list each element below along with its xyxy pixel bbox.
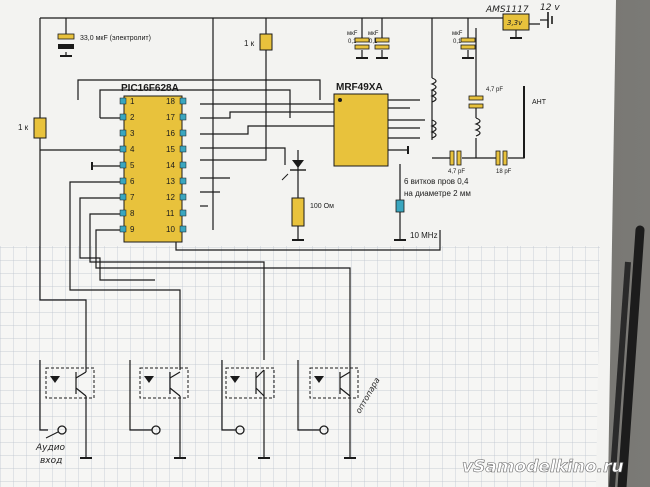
pen-1 (617, 225, 645, 487)
pic-pin-label-8: 8 (130, 209, 135, 218)
label-antenna: АНТ (532, 99, 547, 106)
label-cap-a-val: 0,1 (348, 39, 357, 45)
pic-pin-right-18 (179, 97, 187, 105)
label-audio-in-2: вход (40, 456, 62, 466)
pic-pin-label-4: 4 (130, 145, 135, 154)
label-crystal: 10 MHz (410, 231, 438, 240)
pic-pin-right-16 (179, 129, 187, 137)
pic-chip-label: PIC16F628A (121, 83, 179, 94)
label-cap-4-7-bottom: 4,7 pF (448, 169, 465, 175)
label-cap-c-unit: мкF (452, 31, 463, 37)
pic-pin-label-1: 1 (130, 97, 135, 106)
rf-chip-body (333, 93, 389, 167)
pic-pin-label-14: 14 (166, 161, 175, 170)
pic-pin-right-12 (179, 193, 187, 201)
pic-pin-label-10: 10 (166, 225, 175, 234)
audio-arrow (45, 431, 59, 439)
pic-pin-label-13: 13 (166, 177, 175, 186)
pic-pin-left-8 (119, 209, 127, 217)
pen-2 (609, 261, 631, 487)
pic-pin-label-5: 5 (130, 161, 135, 170)
ground-symbols (60, 37, 522, 459)
label-cap-18: 18 pF (496, 169, 512, 175)
label-cap-a-unit: мкF (347, 31, 358, 37)
label-cap-c-val: 0,1 (453, 39, 462, 45)
pic-pins-left (119, 97, 127, 233)
decoupling-capacitors (354, 37, 508, 166)
label-audio-in-1: Аудио (35, 443, 66, 453)
pic-pin-right-11 (179, 209, 187, 217)
pic-pin-label-7: 7 (130, 193, 135, 202)
pic-pin-label-6: 6 (130, 177, 135, 186)
label-res-top: 1 к (244, 39, 255, 48)
pic-pin-left-1 (119, 97, 127, 105)
label-cap-b-val: 0,1 (369, 39, 378, 45)
pic-pin-label-2: 2 (130, 113, 135, 122)
pic-pin-label-9: 9 (130, 225, 135, 234)
coil-2 (430, 119, 437, 139)
label-res-100: 100 Ом (310, 203, 334, 210)
pic-pin-right-14 (179, 161, 187, 169)
electrolytic-capacitor-plate (58, 44, 74, 49)
optocoupler-boxes (45, 367, 359, 399)
watermark: vSamodelkino.ru (462, 457, 624, 477)
pic-chip-body (123, 95, 183, 243)
pic-pin-label-15: 15 (166, 145, 175, 154)
label-regulator: AMS1117 (485, 5, 529, 15)
pic-pin-label-3: 3 (130, 129, 135, 138)
led-ray (281, 173, 289, 181)
rf-chip-label: MRF49XA (336, 82, 383, 93)
pic-pin-label-12: 12 (166, 193, 175, 202)
label-cap-4-7-top: 4,7 pF (486, 87, 503, 93)
pic-pin-label-11: 11 (166, 209, 175, 218)
coil-1 (430, 77, 437, 103)
led-diode (292, 160, 304, 168)
pic-pin-right-17 (179, 113, 187, 121)
coil-3 (474, 117, 481, 137)
label-coil-note-2: на диаметре 2 мм (404, 189, 471, 198)
pic-pin-right-10 (179, 225, 187, 233)
pic-pin-label-17: 17 (166, 113, 175, 122)
pic-pin-left-9 (119, 225, 127, 233)
crystal-10mhz (395, 199, 405, 213)
pic-pin-left-5 (119, 161, 127, 169)
resistor-1k-left (33, 117, 47, 139)
pic-pins-right (179, 97, 187, 233)
optocoupler-transistors (75, 369, 351, 397)
label-res-left: 1 к (18, 123, 29, 132)
label-cap-b-unit: мкF (368, 31, 379, 37)
pic-pin-left-7 (119, 193, 127, 201)
pic-pin-right-13 (179, 177, 187, 185)
optocoupler-leds (50, 376, 324, 383)
label-coil-note-1: 6 витков пров 0,4 (404, 177, 469, 186)
pic-pin-left-4 (119, 145, 127, 153)
pic-pin-label-16: 16 (166, 129, 175, 138)
label-supply: 12 v (540, 3, 560, 13)
grid-lines (0, 246, 600, 487)
electrolytic-capacitor (57, 33, 75, 40)
resistor-100-ohm (291, 197, 305, 227)
pic-pin-right-15 (179, 145, 187, 153)
pic-pin-left-3 (119, 129, 127, 137)
label-electrolytic: 33,0 мкF (электролит) (80, 35, 151, 42)
regulator-ams1117 (502, 13, 530, 31)
pic-pin-label-18: 18 (166, 97, 175, 106)
label-regulator-value: 3,3v (507, 19, 523, 27)
rf-chip-dot (338, 98, 342, 102)
wires (39, 17, 548, 458)
resistor-1k-top (259, 33, 273, 51)
pic-pin-left-6 (119, 177, 127, 185)
pic-pin-left-2 (119, 113, 127, 121)
audio-jacks (57, 425, 329, 435)
